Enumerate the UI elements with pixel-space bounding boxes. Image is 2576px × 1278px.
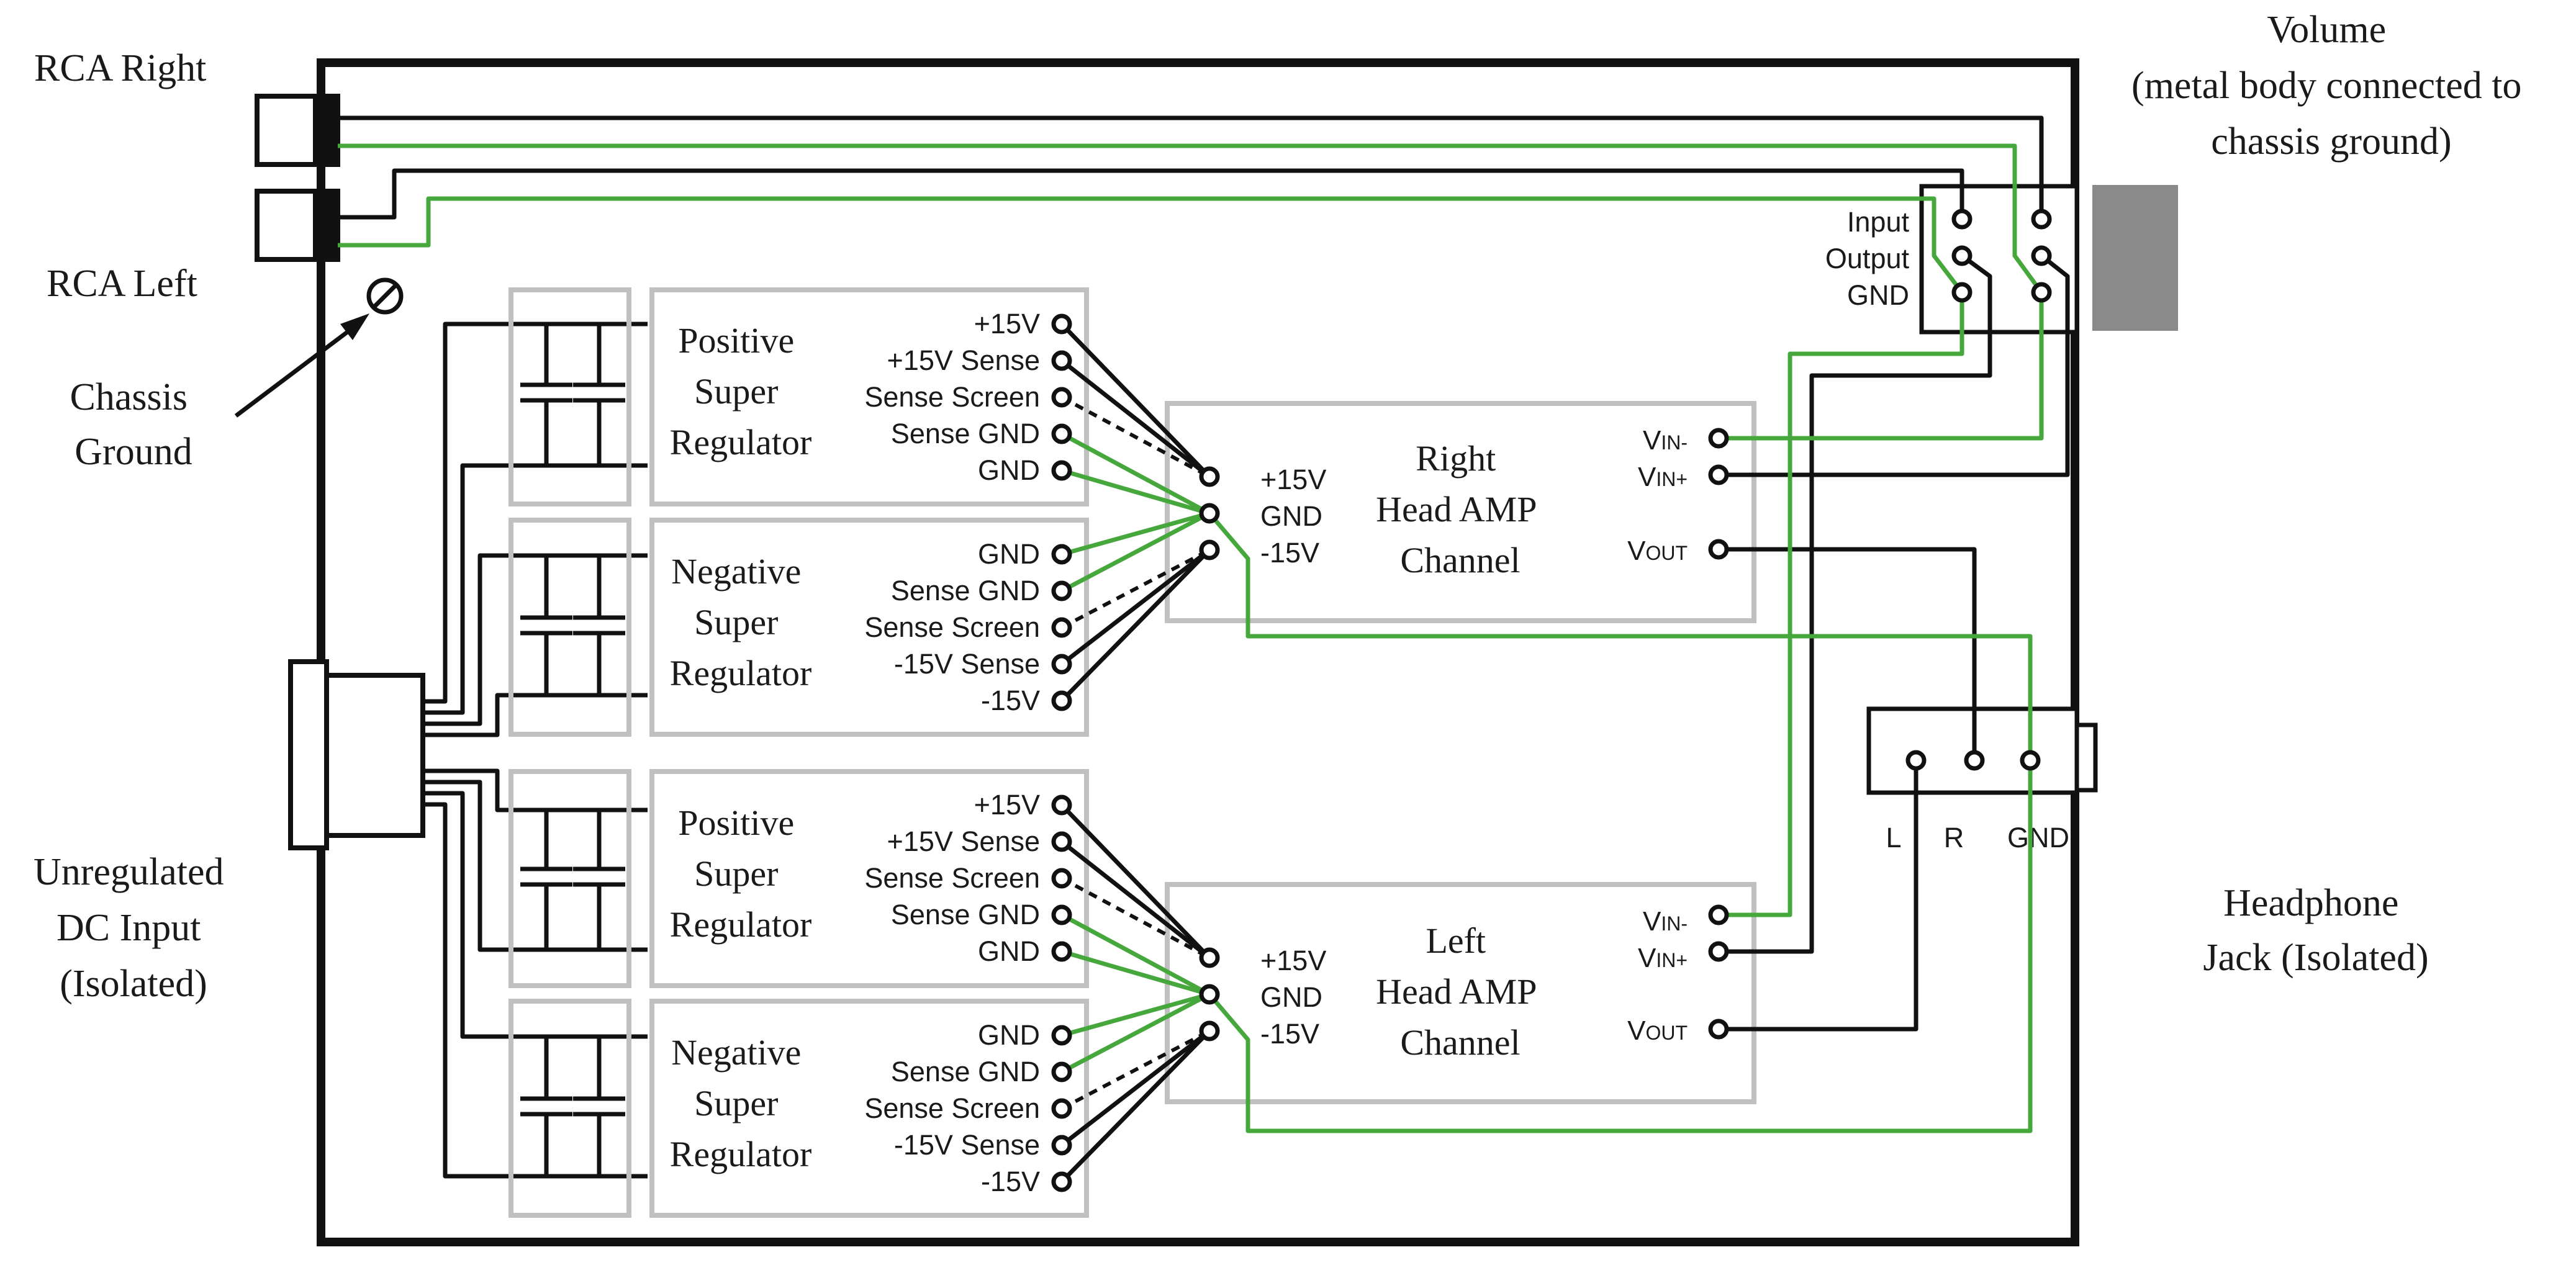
rca-right-label: RCA Right [34, 47, 206, 89]
svg-text:Sense Screen: Sense Screen [864, 862, 1040, 894]
headphone-jack [1866, 706, 2098, 795]
svg-text:GND: GND [1260, 981, 1322, 1013]
volume-pot-body [1919, 184, 2079, 335]
regulator-title: Negative Super Regulator [670, 1032, 812, 1174]
left-head-amp [1165, 882, 1756, 1104]
chassis-enclosure [317, 58, 2079, 1246]
svg-text:VIN+: VIN+ [1638, 462, 1688, 492]
svg-text:GND: GND [978, 1019, 1040, 1051]
chassis-ground-arrow [234, 313, 369, 418]
svg-text:VIN+: VIN+ [1638, 943, 1688, 973]
supply-wires-left [1060, 803, 1211, 1184]
signal-wires [338, 115, 2070, 1032]
svg-text:Sense Screen: Sense Screen [864, 381, 1040, 413]
svg-text:Sense GND: Sense GND [891, 418, 1040, 449]
regulator-terminals [1051, 313, 1072, 1192]
svg-text:-15V Sense: -15V Sense [894, 1129, 1040, 1161]
right-head-amp [1165, 401, 1756, 623]
dc-feed-wires [423, 322, 648, 1179]
svg-text:-15V: -15V [981, 685, 1040, 716]
svg-text:Sense GND: Sense GND [891, 1056, 1040, 1087]
rca-right-jack [255, 94, 340, 167]
negative-regulator-2 [649, 999, 1089, 1218]
ground-wires [338, 143, 2044, 1133]
svg-text:VIN-: VIN- [1643, 425, 1688, 456]
volume-label: Volume (metal body connected to chassis … [2131, 9, 2531, 163]
capacitor-symbols [520, 324, 625, 1176]
svg-text:-15V: -15V [1260, 537, 1319, 569]
volume-pin-labels: Input Output GND [1825, 206, 1910, 311]
svg-text:GND: GND [978, 538, 1040, 570]
jack-terminals [1905, 750, 2041, 771]
chassis-ground-screw [366, 277, 404, 315]
svg-text:R: R [1944, 822, 1964, 853]
svg-text:Sense Screen: Sense Screen [864, 1092, 1040, 1124]
svg-text:GND: GND [1260, 500, 1322, 532]
regulator-title: Negative Super Regulator [670, 551, 812, 693]
svg-text:GND: GND [978, 454, 1040, 486]
svg-text:GND: GND [2007, 822, 2069, 853]
svg-text:GND: GND [1847, 279, 1909, 311]
svg-text:+15V: +15V [1260, 945, 1326, 976]
negative-regulator-1 [649, 518, 1089, 737]
svg-text:VOUT: VOUT [1627, 1015, 1688, 1046]
regulator-title: Positive Super Regulator [670, 803, 812, 945]
svg-text:VIN-: VIN- [1643, 906, 1688, 937]
svg-text:Sense Screen: Sense Screen [864, 611, 1040, 643]
svg-text:-15V: -15V [981, 1166, 1040, 1197]
svg-text:Input: Input [1847, 206, 1910, 238]
amp-supply-pin-labels: +15V GND -15V +15V GND -15V [1260, 464, 1326, 1050]
svg-text:+15V: +15V [974, 789, 1040, 821]
svg-text:Sense GND: Sense GND [891, 575, 1040, 606]
dc-input-connector [288, 659, 425, 850]
chassis-ground-label: Chassis Ground [70, 376, 197, 473]
jack-pin-labels: L R GND [1886, 822, 2069, 853]
svg-text:Output: Output [1825, 243, 1910, 274]
svg-text:Sense GND: Sense GND [891, 899, 1040, 930]
supply-wires-right [1060, 322, 1211, 703]
volume-knob [2092, 185, 2178, 331]
svg-text:L: L [1886, 822, 1901, 853]
positive-regulator-2 [649, 769, 1089, 988]
svg-text:+15V Sense: +15V Sense [887, 344, 1040, 376]
amp-signal-pin-labels: VIN- VIN+ VOUT VIN- VIN+ VOUT [1627, 425, 1688, 1046]
capacitor-bank [508, 287, 631, 1218]
regulator-pin-labels: +15V +15V Sense Sense Screen Sense GND G… [864, 308, 1040, 1197]
svg-text:VOUT: VOUT [1627, 536, 1688, 566]
svg-text:+15V: +15V [974, 308, 1040, 340]
amp-title: Left Head AMP Channel [1376, 920, 1545, 1063]
positive-regulator-1 [649, 287, 1089, 506]
headphone-jack-label: Headphone Jack (Isolated) [2203, 882, 2428, 979]
dc-input-label: Unregulated DC Input (Isolated) [34, 851, 233, 1005]
svg-text:GND: GND [978, 935, 1040, 967]
svg-text:-15V: -15V [1260, 1018, 1319, 1050]
rca-left-jack [255, 189, 340, 262]
regulator-title: Positive Super Regulator [670, 320, 812, 462]
amp-terminals [1199, 428, 1729, 1042]
svg-text:+15V Sense: +15V Sense [887, 826, 1040, 857]
rca-left-label: RCA Left [47, 263, 197, 305]
volume-terminals [1951, 209, 2052, 303]
amp-title: Right Head AMP Channel [1376, 438, 1545, 580]
svg-text:+15V: +15V [1260, 464, 1326, 495]
svg-text:-15V Sense: -15V Sense [894, 648, 1040, 680]
